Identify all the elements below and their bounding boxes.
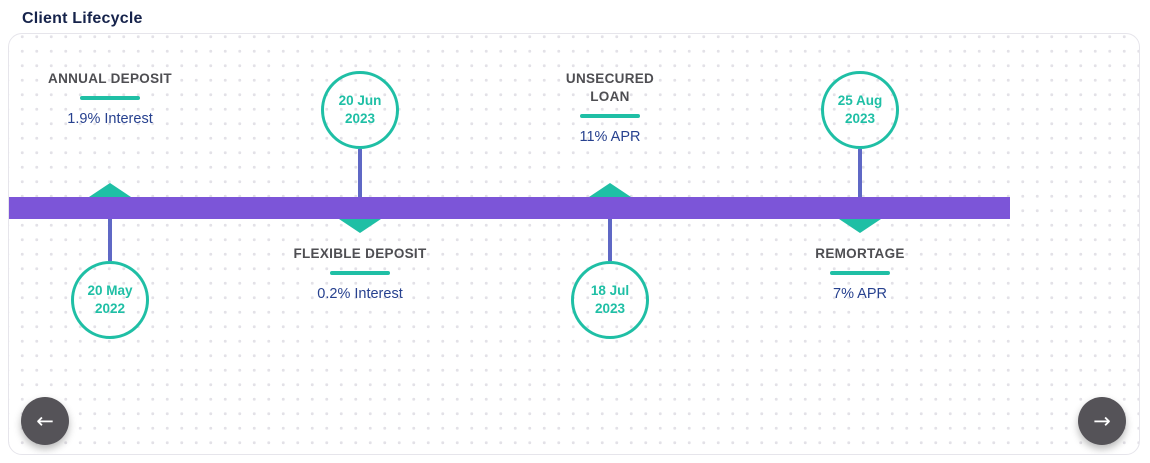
connector-line [358,149,362,197]
timeline-bar [9,197,1010,219]
right-arrow-icon: → [1093,408,1111,433]
marker-triangle-up-icon [589,183,631,197]
page-title: Client Lifecycle [22,10,143,27]
event-value: 0.2% Interest [317,286,403,302]
timeline-event-unsecured-loan: UNSECURED LOAN 11% APR 18 Jul 2023 [485,34,735,454]
marker-triangle-up-icon [89,183,131,197]
label-underline [330,271,390,275]
event-date-circle: 20 Jun 2023 [321,71,399,149]
label-underline [80,96,140,100]
event-date-circle: 20 May 2022 [71,261,149,339]
label-underline [580,114,640,118]
event-value: 1.9% Interest [67,111,153,127]
event-date-circle: 25 Aug 2023 [821,71,899,149]
marker-triangle-down-icon [839,219,881,233]
timeline-event-remortage: 25 Aug 2023 REMORTAGE 7% APR [735,34,985,454]
timeline-card: ANNUAL DEPOSIT 1.9% Interest 20 May 2022… [8,33,1140,455]
event-label-block: FLEXIBLE DEPOSIT 0.2% Interest [235,245,485,302]
next-arrow-button[interactable]: → [1078,397,1126,445]
event-title: FLEXIBLE DEPOSIT [293,246,427,261]
left-arrow-icon: ← [36,408,54,433]
event-date: 20 Jun 2023 [338,93,382,126]
event-value: 7% APR [833,286,887,302]
event-label-block: UNSECURED LOAN 11% APR [485,70,735,145]
event-label-block: REMORTAGE 7% APR [735,245,985,302]
event-label-block: ANNUAL DEPOSIT 1.9% Interest [9,70,235,127]
event-date: 20 May 2022 [87,283,133,316]
event-date: 25 Aug 2023 [837,93,883,126]
event-date: 18 Jul 2023 [590,283,630,316]
connector-line [858,149,862,197]
event-title: UNSECURED LOAN [565,71,655,104]
prev-arrow-button[interactable]: ← [21,397,69,445]
event-title: ANNUAL DEPOSIT [48,71,172,86]
event-value: 11% APR [579,129,641,145]
event-title: REMORTAGE [815,246,905,261]
timeline-event-flexible-deposit: 20 Jun 2023 FLEXIBLE DEPOSIT 0.2% Intere… [235,34,485,454]
connector-line [108,219,112,261]
marker-triangle-down-icon [339,219,381,233]
timeline-event-annual-deposit: ANNUAL DEPOSIT 1.9% Interest 20 May 2022 [9,34,235,454]
connector-line [608,219,612,261]
event-date-circle: 18 Jul 2023 [571,261,649,339]
label-underline [830,271,890,275]
